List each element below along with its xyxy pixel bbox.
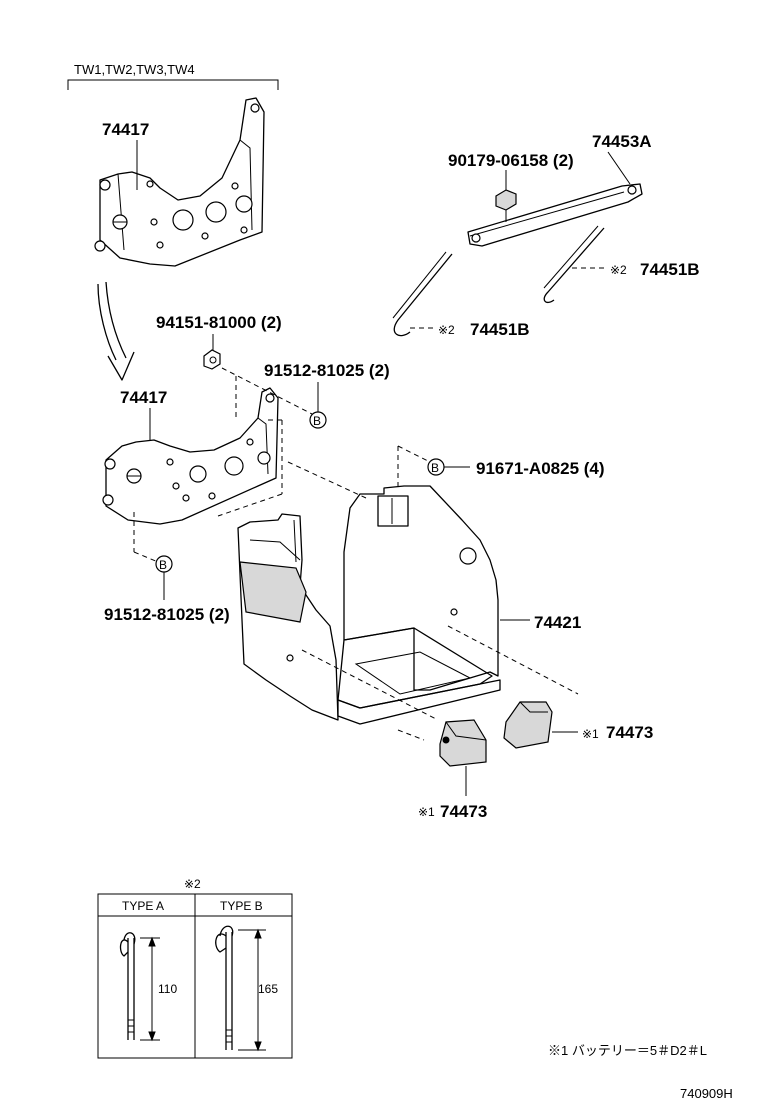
label-nut-bracket: 94151-81000 (2) [156, 313, 282, 332]
bolt-tray-callout: B [287, 445, 470, 499]
variant-group-label: TW1,TW2,TW3,TW4 [74, 62, 195, 77]
label-hook-bolt-right: 74451B [640, 260, 700, 279]
table-col-type-b: TYPE B [220, 899, 263, 913]
svg-text:B: B [431, 461, 439, 475]
label-battery-tray: 74421 [534, 613, 581, 632]
footnote: ※1 バッテリー＝5＃D2＃L [548, 1043, 707, 1058]
label-bolt-lower: 91512-81025 (2) [104, 605, 230, 624]
table-dim-a: 110 [158, 982, 177, 996]
bracket-top-drawing [94, 97, 265, 267]
bolt-lower-callout: B [133, 512, 173, 600]
bolt-upper-callout: B [221, 367, 327, 429]
mark-spacer-left: ※1 [418, 805, 435, 819]
label-bracket-top: 74417 [102, 120, 149, 139]
label-clamp-bar: 74453A [592, 132, 652, 151]
label-hook-bolt-left: 74451B [470, 320, 530, 339]
battery-tray-drawing [237, 485, 579, 741]
label-bolt-upper: 91512-81025 (2) [264, 361, 390, 380]
variant-bracket: TW1,TW2,TW3,TW4 [67, 62, 279, 90]
bracket-mid-drawing [102, 376, 283, 525]
table-dim-b: 165 [258, 982, 278, 996]
table-col-type-a: TYPE A [122, 899, 164, 913]
hook-type-table: ※2 TYPE A TYPE B 110 165 [97, 877, 293, 1059]
mark-spacer-right: ※1 [582, 727, 599, 741]
mark-hook-bolt-left: ※2 [438, 323, 455, 337]
label-bolt-tray: 91671-A0825 (4) [476, 459, 605, 478]
svg-text:B: B [313, 414, 321, 428]
nut-clamp-drawing [495, 170, 517, 222]
label-bracket-mid: 74417 [120, 388, 167, 407]
assembly-arrow [97, 281, 135, 381]
label-spacer-left: 74473 [440, 802, 487, 821]
spacer-left-drawing [439, 719, 487, 796]
hook-bolts-drawing [392, 225, 606, 337]
clamp-bar-drawing [467, 151, 643, 247]
nut-bracket-drawing [203, 334, 221, 370]
spacer-right-drawing [503, 701, 578, 749]
mark-hook-bolt-right: ※2 [610, 263, 627, 277]
label-nut-clamp: 90179-06158 (2) [448, 151, 574, 170]
figure-code: 740909H [680, 1086, 733, 1101]
table-title: ※2 [184, 877, 201, 891]
label-spacer-right: 74473 [606, 723, 653, 742]
svg-text:B: B [159, 558, 167, 572]
